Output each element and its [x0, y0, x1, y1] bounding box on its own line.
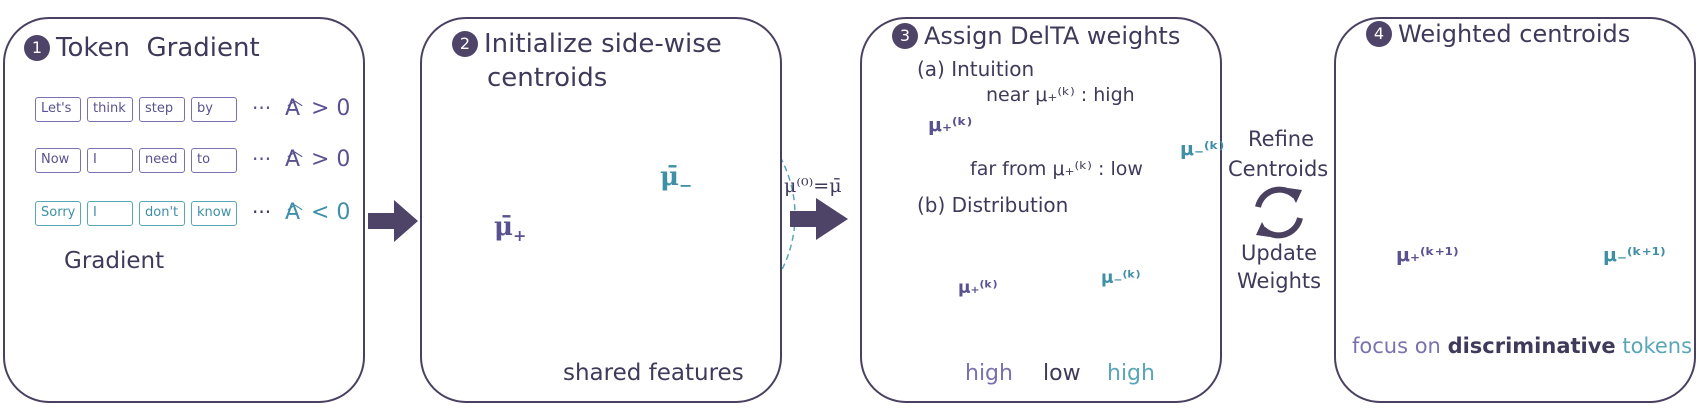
advantage-symbol: ︿	[287, 90, 304, 109]
advantage-comparison: > 0	[311, 96, 351, 121]
ellipsis: ···	[252, 147, 272, 171]
token: need	[139, 148, 185, 173]
ellipsis: ···	[252, 96, 272, 120]
token: Now	[35, 148, 81, 173]
token: step	[139, 97, 185, 122]
far-low-label: far from μ₊⁽ᵏ⁾ : low	[970, 158, 1143, 180]
distribution-heading: (b) Distribution	[917, 193, 1069, 217]
arrow-1-to-2	[368, 200, 418, 242]
token: by	[191, 97, 237, 122]
group-label-high-purple: high	[965, 361, 1013, 386]
gradient-label: Gradient	[64, 248, 165, 274]
mu-plus-k1-label: μ₊⁽ᵏ⁺¹⁾	[1396, 244, 1459, 266]
mu-minus-k1-label: μ₋⁽ᵏ⁺¹⁾	[1603, 244, 1666, 266]
advantage-symbol: A	[285, 147, 301, 172]
weights-label: Weights	[1237, 269, 1322, 293]
advantage-symbol: A	[285, 200, 301, 225]
panel2-title-line2: centroids	[487, 63, 608, 93]
shared-features-label: shared features	[563, 360, 744, 386]
advantage-symbol: A	[285, 96, 301, 121]
step-number-1: 1	[24, 35, 50, 61]
mu-plus-k-label: μ₊⁽ᵏ⁾	[928, 114, 973, 136]
advantage-comparison: > 0	[311, 147, 351, 172]
ellipsis: ···	[252, 200, 272, 224]
token: to	[191, 148, 237, 173]
group-label-high-teal: high	[1107, 361, 1155, 386]
mu-bar-plus-label: μ̄+	[494, 212, 527, 246]
arrow-2-to-3	[790, 198, 848, 240]
mu-bar-minus-label: μ̄−	[660, 162, 693, 196]
group-label-low: low	[1043, 361, 1081, 386]
init-equation-label: μ⁽⁰⁾=μ̄	[784, 175, 842, 197]
advantage-symbol: ︿	[287, 141, 304, 160]
step-number-4: 4	[1366, 21, 1392, 47]
intuition-heading: (a) Intuition	[917, 57, 1035, 81]
advantage-comparison: < 0	[311, 200, 351, 225]
token: Sorry	[35, 201, 81, 226]
dist-mu-minus-label: μ₋⁽ᵏ⁾	[1101, 268, 1141, 288]
step-number-2: 2	[452, 31, 478, 57]
focus-caption: focus on discriminative tokens	[1352, 334, 1693, 358]
step-number-3: 3	[892, 23, 918, 49]
panel-assign-weights	[860, 17, 1222, 403]
token: Let's	[35, 97, 81, 122]
mu-minus-k-label: μ₋⁽ᵏ⁾	[1180, 138, 1225, 160]
near-high-label: near μ₊⁽ᵏ⁾ : high	[986, 84, 1135, 106]
panel-initialize-centroids	[420, 17, 782, 403]
token: I	[87, 148, 133, 173]
panel-weighted-centroids	[1334, 17, 1696, 403]
token: know	[191, 201, 237, 226]
centroids-label: Centroids	[1228, 157, 1329, 181]
token: think	[87, 97, 133, 122]
advantage-symbol: ︿	[287, 194, 304, 213]
dist-mu-plus-label: μ₊⁽ᵏ⁾	[958, 278, 998, 298]
update-label: Update	[1241, 241, 1318, 265]
token: I	[87, 201, 133, 226]
token: don't	[139, 201, 185, 226]
refine-label: Refine	[1248, 127, 1315, 151]
